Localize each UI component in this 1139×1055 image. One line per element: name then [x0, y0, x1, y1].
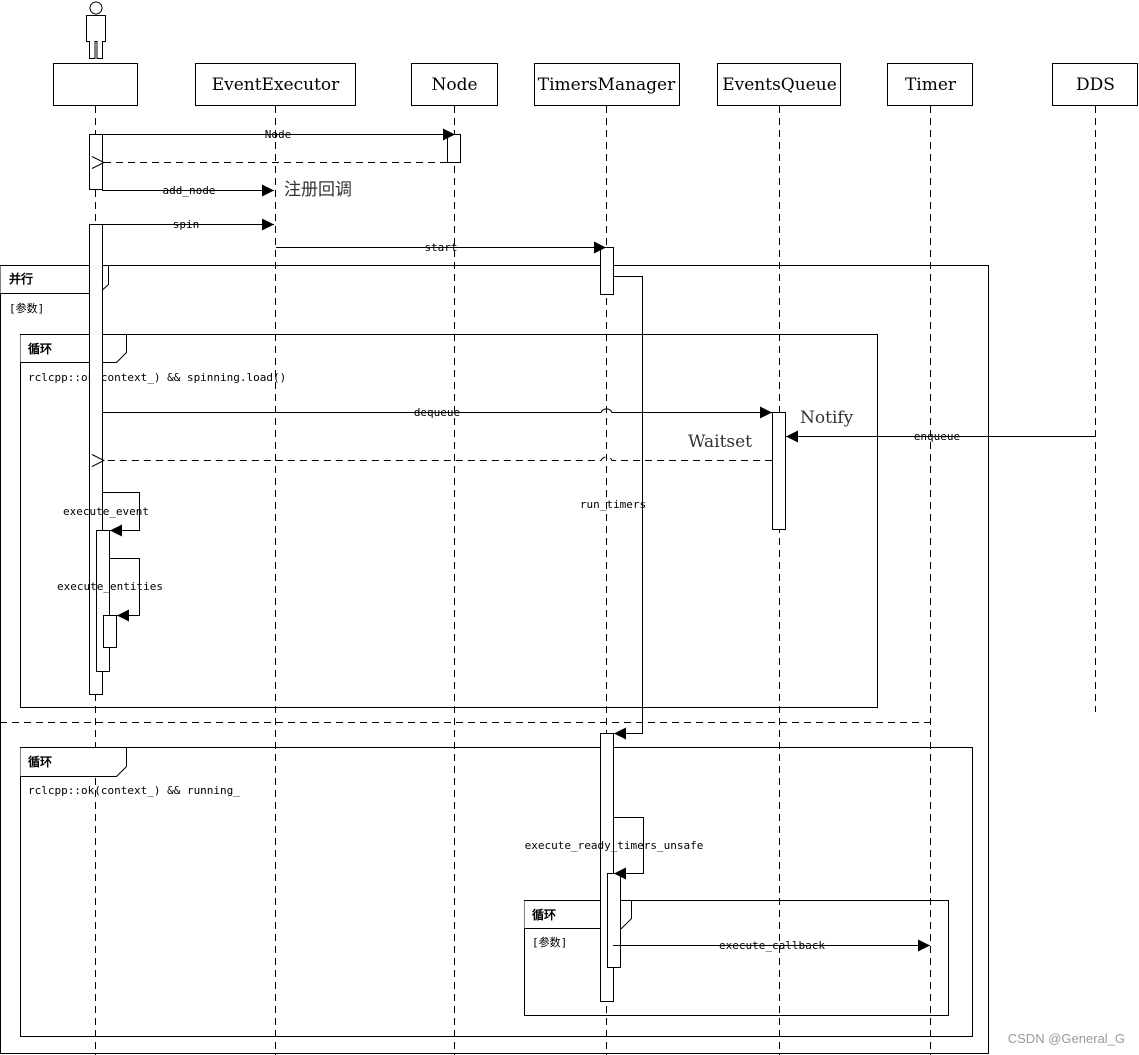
message-execute-event-label: execute_event — [63, 505, 149, 518]
message-run-timers-arrow — [613, 276, 643, 740]
note-waitset: Waitset — [688, 432, 752, 452]
message-dequeue-label: dequeue — [414, 406, 460, 419]
svg-text:TimersManager: TimersManager — [538, 75, 676, 95]
note-notify: Notify — [800, 408, 854, 428]
fragment-loop-timers-operator: 循环 — [28, 754, 52, 769]
fragment-loop-callbacks-guard: [参数] — [532, 935, 567, 949]
note-register-callback: 注册回调 — [284, 180, 352, 200]
fragment-loop-events-guard: rclcpp::ok(context_) && spinning.load() — [28, 371, 286, 384]
fragment-parallel-guard: [参数] — [9, 301, 44, 315]
message-execute-callback-label: execute_callback — [719, 939, 825, 952]
activation-ready-timers — [607, 873, 621, 968]
message-execute-ready-timers-label: execute_ready_timers_unsafe — [525, 839, 704, 852]
message-dequeue-arrow — [102, 406, 772, 419]
watermark: CSDN @General_G — [1008, 1031, 1125, 1046]
message-enqueue-label: enqueue — [914, 430, 960, 443]
participant-executor: EventExecutor — [195, 63, 356, 106]
svg-text:Timer: Timer — [905, 75, 957, 95]
message-run-timers-label: run_timers — [580, 498, 646, 511]
fragment-loop-callbacks-operator: 循环 — [532, 907, 556, 922]
svg-text:Node: Node — [431, 75, 477, 95]
actor-icon — [86, 1, 106, 59]
activation-execute-event — [96, 530, 110, 672]
participant-node: Node — [411, 63, 498, 106]
message-execute-ready-timers-arrow — [613, 817, 644, 880]
activation-timers-manager-1 — [600, 247, 614, 295]
activation-user-1 — [89, 134, 103, 190]
fragment-loop-callbacks: 循环 [参数] — [524, 900, 949, 1016]
fragment-parallel-operator: 并行 — [9, 271, 33, 286]
participant-timers-manager: TimersManager — [534, 63, 680, 106]
fragment-parallel: 并行 [参数] — [0, 265, 989, 1054]
message-execute-entities-arrow — [109, 558, 140, 622]
message-execute-entities-label: execute_entities — [57, 580, 163, 593]
message-execute-event-arrow — [102, 492, 140, 537]
fragment-loop-timers-guard: rclcpp::ok(context_) && running_ — [28, 784, 240, 797]
message-start-label: start — [424, 241, 457, 254]
activation-execute-entities — [103, 615, 117, 648]
fragment-loop-timers: 循环 rclcpp::ok(context_) && running_ — [20, 747, 973, 1037]
svg-text:DDS: DDS — [1076, 75, 1115, 95]
participant-timer: Timer — [887, 63, 973, 106]
participant-dds: DDS — [1052, 63, 1138, 106]
return-dequeue-arrow — [104, 457, 772, 461]
svg-text:EventExecutor: EventExecutor — [212, 75, 340, 95]
svg-text:EventsQueue: EventsQueue — [722, 75, 837, 95]
messages — [102, 128, 1095, 952]
message-spin-label: spin — [173, 218, 200, 231]
participant-user — [53, 63, 138, 106]
activation-bars — [89, 134, 786, 1002]
message-node-label: Node — [265, 128, 292, 141]
fragment-loop-events-operator: 循环 — [28, 341, 52, 356]
activation-node — [447, 134, 461, 163]
message-add-node-label: add_node — [163, 184, 216, 197]
participant-events-queue: EventsQueue — [717, 63, 841, 106]
fragment-loop-events: 循环 rclcpp::ok(context_) && spinning.load… — [20, 334, 878, 708]
activation-events-queue — [772, 412, 786, 530]
